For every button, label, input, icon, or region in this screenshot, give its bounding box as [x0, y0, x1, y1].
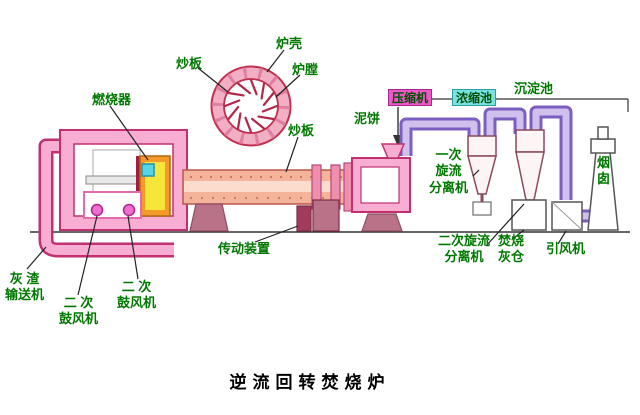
compressor-box: 压缩机: [388, 89, 432, 106]
ash-bin: [511, 199, 547, 231]
label-burner: 燃烧器: [92, 92, 132, 107]
induced-draft-fan: [551, 201, 583, 231]
label-sedimentation-tank: 沉淀池: [514, 81, 554, 96]
leader-lines: [26, 49, 567, 296]
rotary-kiln: [182, 162, 358, 212]
label-secondary-cyclone: 二次旋流 分离机: [438, 233, 491, 265]
burner-lance: [85, 175, 145, 185]
drive-unit: [296, 205, 312, 232]
label-stir-plate-mid: 炒板: [288, 123, 315, 138]
blower-right: [122, 203, 136, 217]
concentration-tank-box: 浓缩池: [452, 89, 496, 106]
diagram-title: 逆流回转焚烧炉: [229, 373, 391, 392]
combustion-chamber: [59, 129, 188, 231]
kiln-head: [351, 143, 411, 213]
label-primary-cyclone: 一次 旋流 分离机: [429, 147, 469, 195]
kiln-supports: [189, 199, 403, 232]
chimney: [587, 126, 619, 231]
feed-chute: [380, 143, 406, 159]
label-blower-left: 二 次 鼓风机: [59, 295, 99, 327]
label-induced-draft-fan: 引风机: [546, 241, 586, 256]
label-ash-bin: 焚烧 灰仓: [498, 233, 525, 265]
ash-conveyor-channel: [38, 138, 174, 258]
label-blower-right: 二 次 鼓风机: [117, 279, 157, 311]
label-chimney: 烟 囱: [597, 155, 611, 187]
label-stir-plate-top: 炒板: [176, 56, 203, 71]
stir-plates-vanes: [223, 78, 279, 134]
label-ash-conveyor: 灰 渣 输送机: [5, 271, 45, 303]
primary-cyclone: [467, 135, 497, 216]
blower-left: [90, 203, 104, 217]
kiln-cross-section: [210, 65, 292, 147]
label-transmission: 传动装置: [218, 241, 271, 256]
label-furnace-shell: 炉壳: [276, 36, 303, 51]
label-furnace-chamber: 炉膛: [292, 62, 319, 77]
label-mud-cake: 泥饼: [354, 111, 381, 126]
secondary-cyclone: [511, 129, 547, 231]
